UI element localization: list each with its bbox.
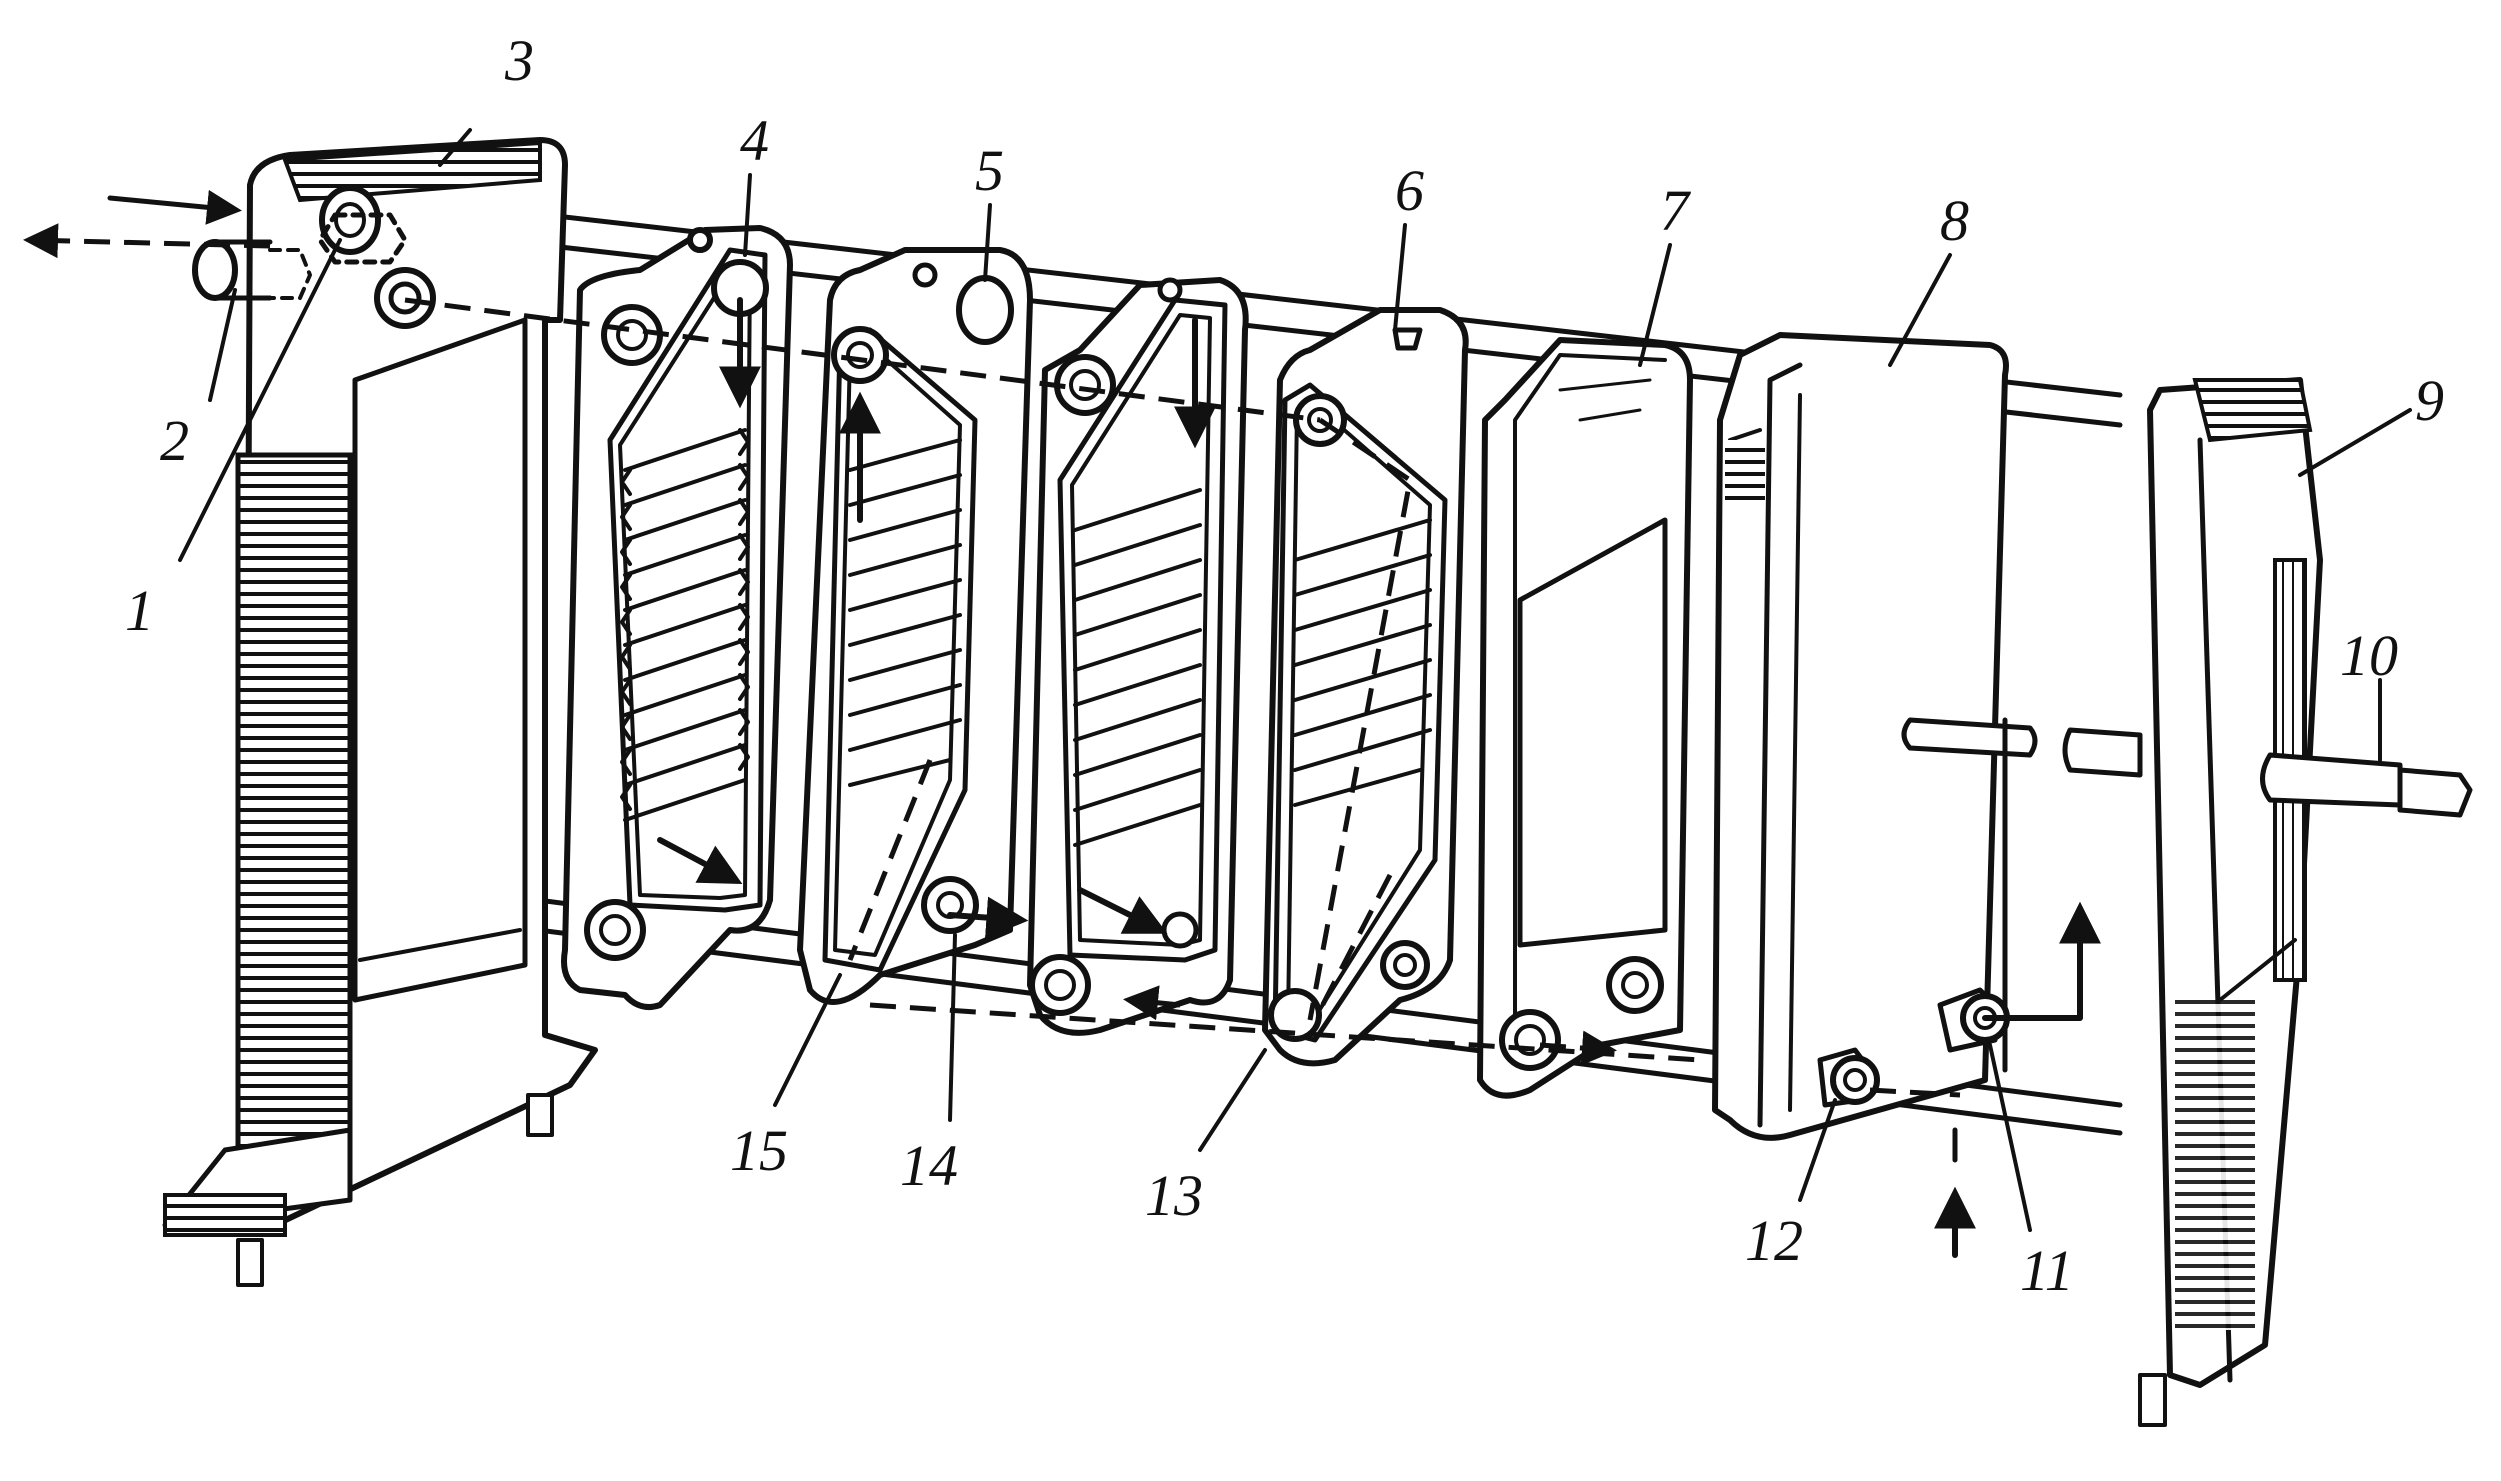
callout-15: 15 <box>730 1118 788 1183</box>
callout-10: 10 <box>2340 623 2398 688</box>
plate-b <box>797 247 1033 1005</box>
end-plate <box>1477 337 1693 1099</box>
callout-13: 13 <box>1145 1163 1203 1228</box>
plate-b-corrugations <box>848 438 962 787</box>
callout-3: 3 <box>504 28 534 93</box>
plate-c-corrugations <box>1073 488 1202 847</box>
plate-a-corrugations <box>620 428 750 822</box>
callout-9: 9 <box>2415 368 2444 433</box>
callout-8: 8 <box>1940 188 1969 253</box>
callout-2: 2 <box>160 408 189 473</box>
callout-14: 14 <box>900 1133 958 1198</box>
lower-connections <box>1817 987 2010 1108</box>
callout-6: 6 <box>1395 158 1424 223</box>
callout-1: 1 <box>125 578 154 643</box>
plate-a <box>561 225 793 1010</box>
callout-4: 4 <box>740 108 769 173</box>
support-column <box>2138 377 2323 1427</box>
plate-d <box>1262 307 1469 1067</box>
cold-flow-path <box>23 223 1961 1098</box>
fixed-frame-plate <box>162 137 598 1287</box>
frame-connections <box>192 185 408 301</box>
callout-labels: 1 2 3 4 5 6 7 8 9 10 11 12 13 14 15 <box>125 28 2444 1303</box>
hot-flow-path <box>107 189 2101 1258</box>
compression-bolt <box>2260 752 2473 818</box>
callout-5: 5 <box>975 138 1004 203</box>
callout-11: 11 <box>2020 1238 2074 1303</box>
leader-lines <box>178 128 2412 1232</box>
plate-c <box>1027 277 1249 1036</box>
callout-7: 7 <box>1660 178 1691 243</box>
callout-12: 12 <box>1745 1208 1803 1273</box>
